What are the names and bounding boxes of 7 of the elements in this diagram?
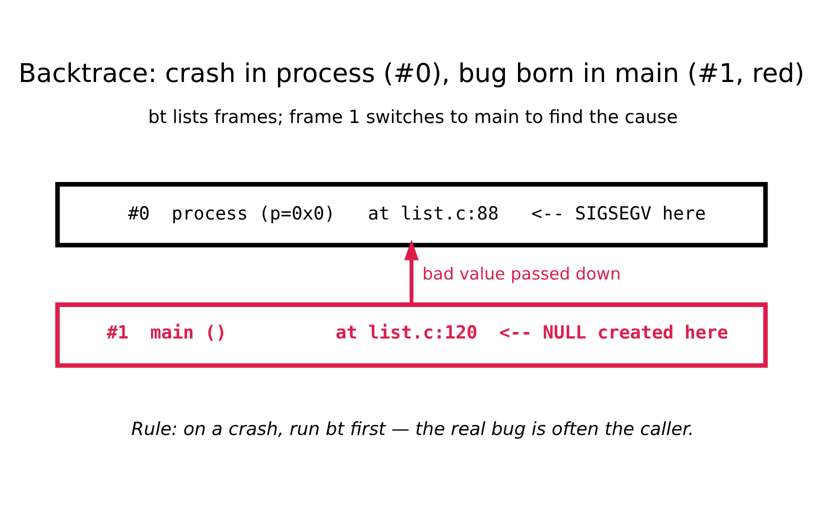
label: Rule: on a crash, run bt first — the real bug is often the caller. xyxy=(131,418,694,440)
node-box: #0 process (p=0x0) at list.c:88 <-- SIGSEGV here xyxy=(55,182,768,247)
node-box: #1 main () at list.c:120 <-- NULL created here xyxy=(55,302,768,368)
arrow xyxy=(404,238,419,304)
edge-label: bad value passed down xyxy=(422,262,621,283)
label: bt lists frames; frame 1 switches to main to find the cause xyxy=(148,106,678,128)
diagram-title: Backtrace: crash in process (#0), bug born in main (#1, red) xyxy=(18,58,805,89)
